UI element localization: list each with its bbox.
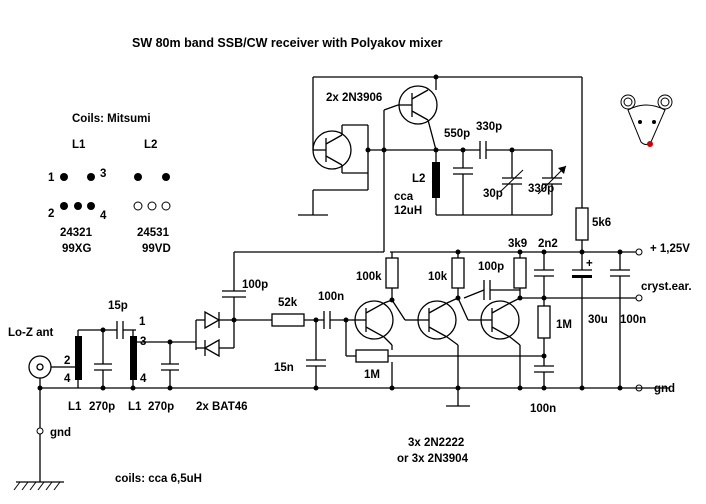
pin-2-label: 2 <box>64 355 70 367</box>
c100n-input-label: 100n <box>318 291 344 303</box>
c30u-label: 30u <box>588 314 608 326</box>
l2-pin-dot <box>134 173 142 181</box>
l1-pin1-label: 1 <box>48 172 55 184</box>
npn-alt-label: or 3x 2N3904 <box>397 453 469 465</box>
r10k-label: 10k <box>428 271 448 283</box>
supply-label: + 1,25V <box>650 243 690 255</box>
resistor-1m-feedback <box>355 349 389 363</box>
transistor-pnp-left-icon <box>312 130 352 170</box>
ground-symbol-icon <box>13 481 64 491</box>
c15p-label: 15p <box>108 300 128 312</box>
coils-note: coils: cca 6,5uH <box>115 473 202 485</box>
r100k-label: 100k <box>356 271 382 283</box>
earphone-terminal <box>635 294 643 302</box>
l1-pin3-label: 3 <box>100 168 106 180</box>
mouse-logo-icon <box>620 94 673 147</box>
l1-pin-dot <box>74 202 82 210</box>
resistor-100k <box>385 257 399 289</box>
pin-1-label: 1 <box>139 316 146 328</box>
resistor-3k9 <box>513 257 527 289</box>
transistor-pnp-right-icon <box>398 85 438 125</box>
inductor-l2 <box>432 162 440 198</box>
inductor-l1-filter <box>130 336 137 380</box>
l2-pin-dot <box>162 173 170 181</box>
l1-pin2-label: 2 <box>48 208 54 220</box>
gnd-terminal-left <box>36 427 44 435</box>
l2-pin-hole <box>133 201 143 211</box>
l2-label: L2 <box>412 173 425 185</box>
diode-bat46-a-icon <box>204 310 221 330</box>
transistor-npn-2-icon <box>415 300 457 340</box>
resistor-52k <box>271 313 305 327</box>
supply-terminal <box>635 248 643 256</box>
c270p-b-label: 270p <box>148 401 174 413</box>
electrolytic-plus-label: + <box>586 258 593 270</box>
gnd-right-label: gnd <box>654 383 675 395</box>
antenna-label: Lo-Z ant <box>8 327 54 339</box>
l2-pin-hole <box>147 201 157 211</box>
c550p-label: 550p <box>444 128 470 140</box>
c2n2-label: 2n2 <box>538 238 558 250</box>
r1m-b-label: 1M <box>556 319 572 331</box>
r5k6-label: 5k6 <box>592 217 611 229</box>
coils-header: Coils: Mitsumi <box>72 113 151 125</box>
c15n-label: 15n <box>274 362 294 374</box>
l1-input-label: L1 <box>68 401 82 413</box>
r1m-feedback-label: 1M <box>364 369 380 381</box>
l2-pin-hole <box>161 201 171 211</box>
l1-pin-dot <box>60 202 68 210</box>
diode-bat46-b-icon <box>203 338 220 358</box>
c100p-mixer-label: 100p <box>242 279 268 291</box>
c30p-label: 30p <box>483 188 503 200</box>
l1-pin-dot <box>60 173 68 181</box>
c100p-amp-label: 100p <box>478 261 504 273</box>
pnp-transistors-label: 2x 2N3906 <box>326 92 382 104</box>
coil-legend: Coils: Mitsumi L1 L2 1 3 2 4 24321 99XG … <box>48 113 171 255</box>
pin-4-label: 4 <box>64 373 71 385</box>
npn-transistors-label: 3x 2N2222 <box>408 437 464 449</box>
inductor-l1-input <box>75 336 82 380</box>
c270p-a-label: 270p <box>89 401 115 413</box>
transistor-npn-1-icon <box>352 300 394 340</box>
l2-value-a: cca <box>394 191 414 203</box>
resistor-1m-b <box>537 305 551 339</box>
gnd-left-label: gnd <box>50 427 71 439</box>
l1-pin4-label: 4 <box>100 210 107 222</box>
earphone-label: cryst.ear. <box>641 281 692 293</box>
c330p-label: 330p <box>476 121 502 133</box>
schematic-title: SW 80m band SSB/CW receiver with Polyako… <box>132 36 443 50</box>
l1-legend-label: L1 <box>72 139 86 151</box>
l1-part-code: 99XG <box>62 243 91 255</box>
resistor-5k6 <box>575 207 589 241</box>
l1-pin-dot <box>87 202 95 210</box>
r52k-label: 52k <box>278 297 298 309</box>
c330p-variable-label: 330p <box>528 183 554 195</box>
c100n-supply-label: 100n <box>620 314 646 326</box>
c100n-bottom-label: 100n <box>530 403 556 415</box>
r3k9-label: 3k9 <box>508 238 527 250</box>
resistor-10k <box>451 257 465 289</box>
l1-pin-dot <box>87 173 95 181</box>
antenna-connector-core <box>36 363 44 371</box>
antenna-connector-icon <box>28 355 52 379</box>
transistor-npn-3-icon <box>478 300 520 340</box>
gnd-terminal-right <box>635 384 643 392</box>
l1-part-number: 24321 <box>60 227 93 239</box>
l2-part-code: 99VD <box>142 243 171 255</box>
l2-legend-label: L2 <box>144 139 157 151</box>
pin-4b-label: 4 <box>140 373 147 385</box>
diodes-label: 2x BAT46 <box>196 401 248 413</box>
l2-part-number: 24531 <box>137 227 170 239</box>
l1-filter-label: L1 <box>128 401 142 413</box>
l2-value-b: 12uH <box>394 205 422 217</box>
